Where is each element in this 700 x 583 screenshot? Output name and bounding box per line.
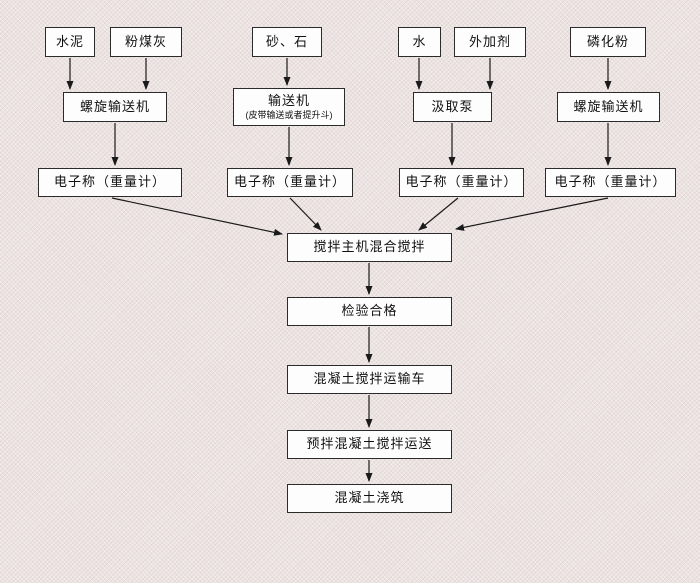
node-scale-3: 电子称（重量计） [399,168,524,197]
node-phosphate-powder: 磷化粉 [570,27,646,57]
node-screw-conveyor-right-label: 螺旋输送机 [573,98,644,114]
node-belt-conveyor-label: 输送机 [267,92,310,108]
node-scale-4-label: 电子称（重量计） [554,174,667,190]
node-sand-stone-label: 砂、石 [265,33,308,49]
node-mixing-host-label: 搅拌主机混合搅拌 [313,239,426,255]
node-scale-2: 电子称（重量计） [227,168,353,197]
node-belt-conveyor-sublabel: (皮带输送或者提升斗) [245,109,333,120]
node-screw-conveyor-right: 螺旋输送机 [557,92,660,122]
node-premix-transport: 预拌混凝土搅拌运送 [287,430,452,459]
node-screw-conveyor-left-label: 螺旋输送机 [79,98,150,114]
node-concrete-pouring: 混凝土浇筑 [287,484,452,513]
node-suction-pump-label: 汲取泵 [431,98,474,114]
node-admixture-label: 外加剂 [468,33,511,49]
node-sand-stone: 砂、石 [252,27,322,57]
node-scale-4: 电子称（重量计） [545,168,676,197]
node-scale-2-label: 电子称（重量计） [233,174,346,190]
node-fly-ash-label: 粉煤灰 [124,33,167,49]
node-premix-transport-label: 预拌混凝土搅拌运送 [306,436,433,452]
node-scale-1-label: 电子称（重量计） [53,174,166,190]
node-screw-conveyor-left: 螺旋输送机 [63,92,167,122]
node-fly-ash: 粉煤灰 [110,27,182,57]
node-scale-3-label: 电子称（重量计） [405,174,518,190]
node-water-label: 水 [412,33,427,49]
node-scale-1: 电子称（重量计） [38,168,182,197]
node-inspection-pass-label: 检验合格 [341,303,398,319]
node-cement: 水泥 [45,27,95,57]
node-inspection-pass: 检验合格 [287,297,452,326]
node-concrete-pouring-label: 混凝土浇筑 [334,490,405,506]
node-suction-pump: 汲取泵 [413,92,492,122]
node-mixer-truck: 混凝土搅拌运输车 [287,365,452,394]
node-mixer-truck-label: 混凝土搅拌运输车 [313,371,426,387]
node-phosphate-powder-label: 磷化粉 [586,33,629,49]
node-belt-conveyor: 输送机 (皮带输送或者提升斗) [233,88,345,126]
node-cement-label: 水泥 [55,33,84,49]
node-mixing-host: 搅拌主机混合搅拌 [287,233,452,262]
node-water: 水 [398,27,441,57]
node-admixture: 外加剂 [454,27,526,57]
